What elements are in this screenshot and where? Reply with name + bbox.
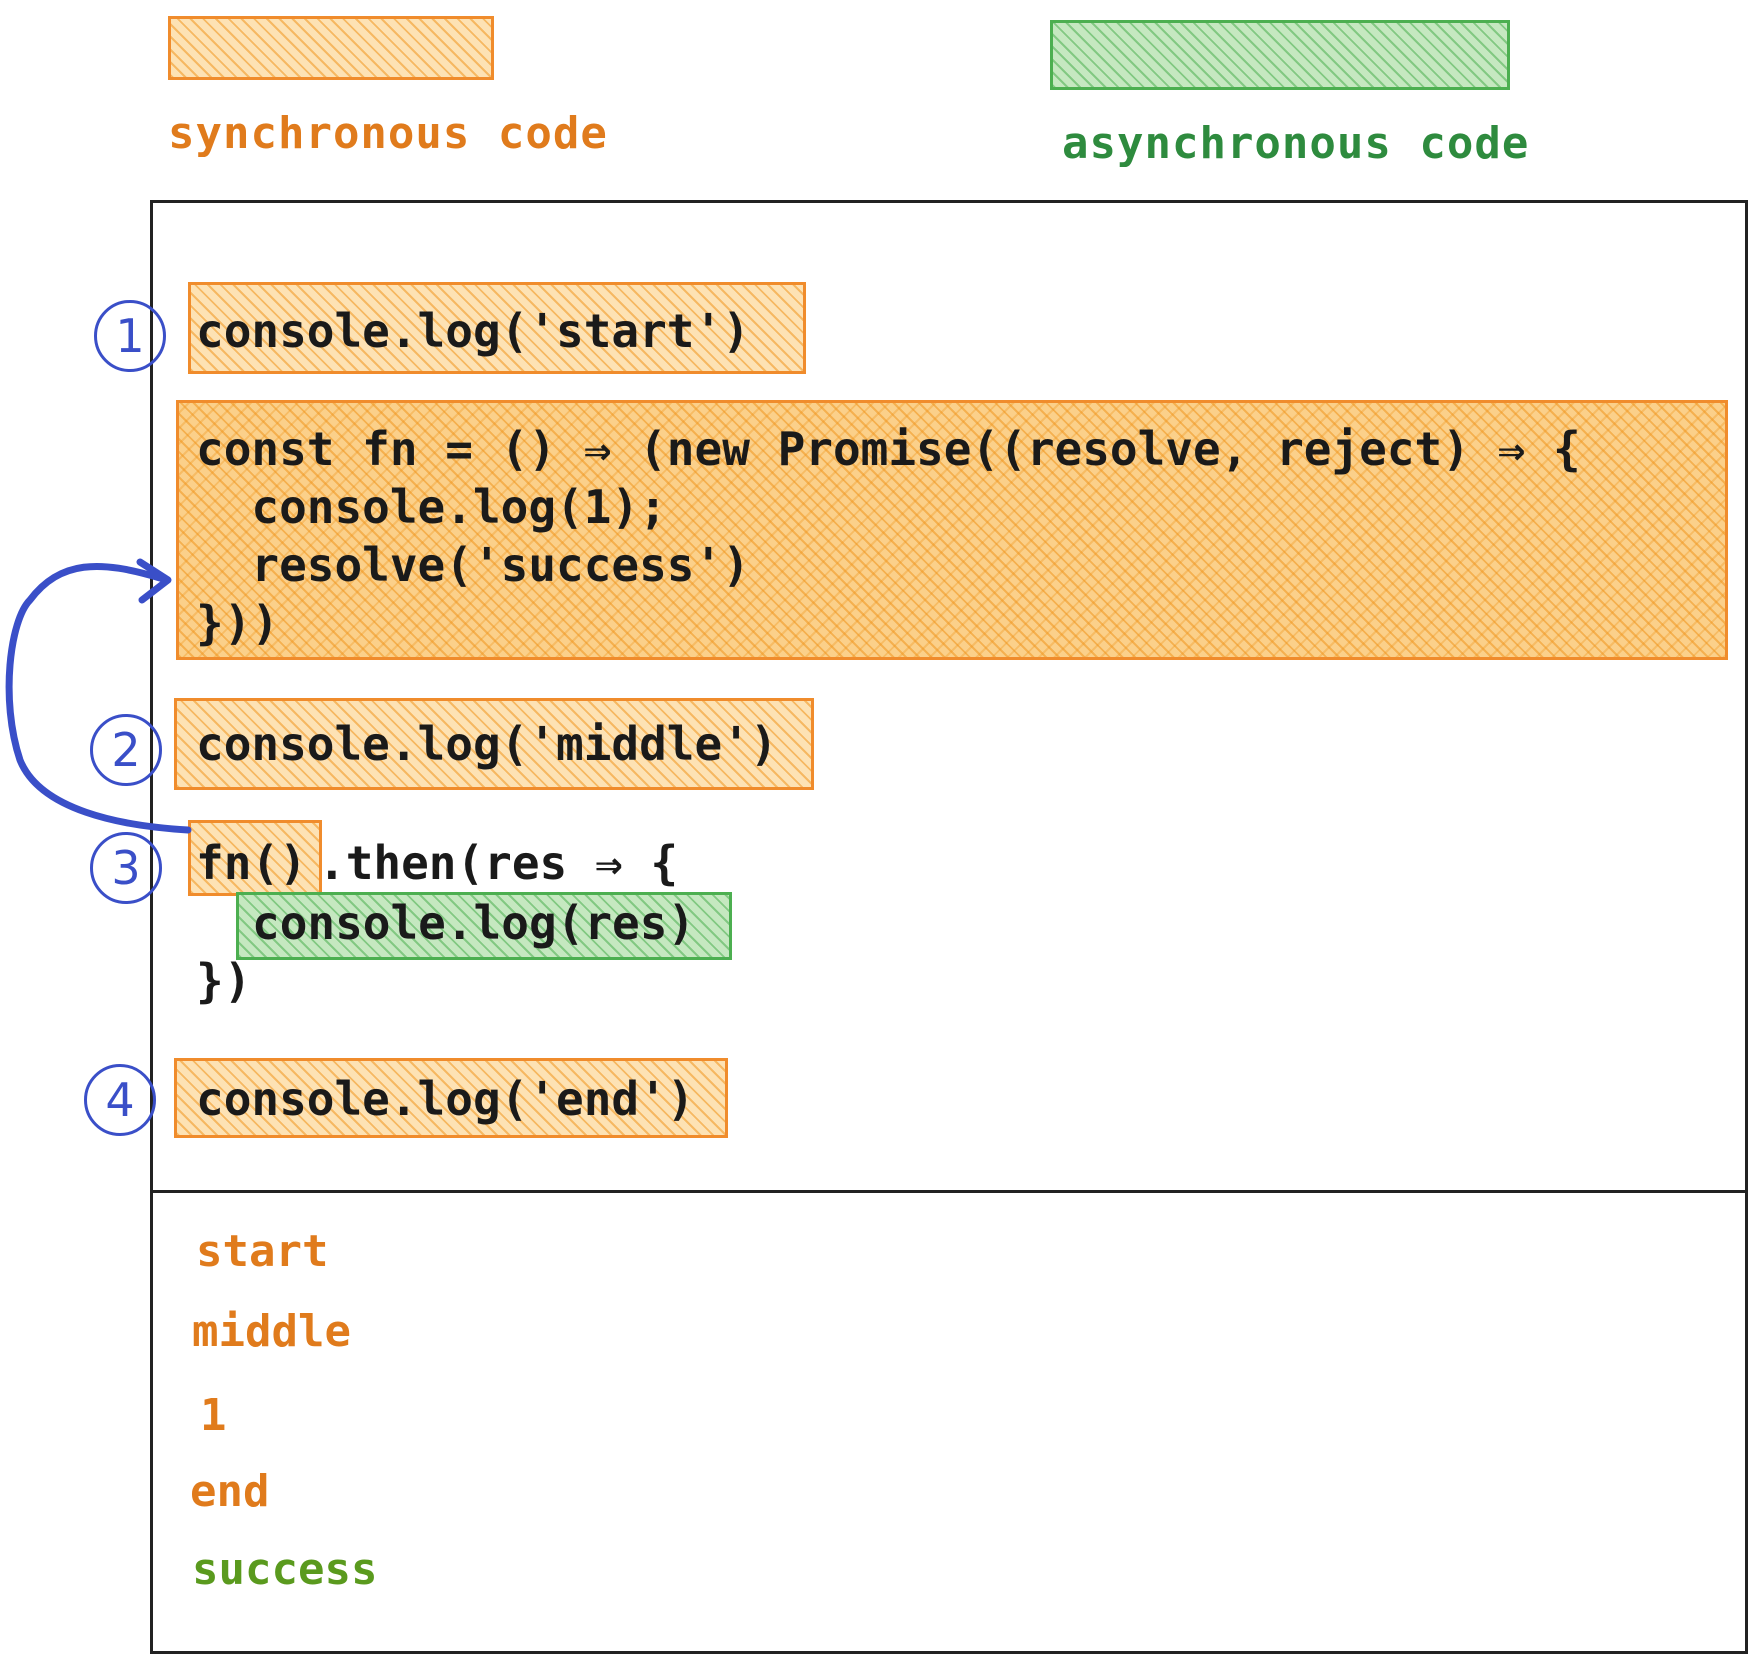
code-line-middle: console.log('middle')	[196, 717, 778, 771]
async-legend-label: asynchronous code	[1062, 118, 1530, 169]
code-then: .then(res ⇒ {	[318, 836, 679, 890]
code-fn-call: fn()	[196, 836, 307, 890]
code-line-start: console.log('start')	[196, 304, 750, 358]
sync-legend-label: synchronous code	[168, 108, 608, 159]
async-legend-swatch	[1050, 20, 1510, 90]
code-line-end: console.log('end')	[196, 1072, 695, 1126]
output-line-end: end	[190, 1466, 270, 1517]
async-block-then-body	[236, 892, 732, 960]
code-frame	[150, 200, 1748, 1654]
output-line-success: success	[192, 1544, 378, 1595]
output-line-middle: middle	[192, 1306, 351, 1357]
code-then-body: console.log(res)	[252, 896, 696, 950]
sync-block-fn-call	[188, 820, 322, 896]
step-1-marker: 1	[94, 300, 166, 372]
step-2-marker: 2	[90, 714, 162, 786]
sync-block-start	[188, 282, 806, 374]
sync-block-middle	[174, 698, 814, 790]
output-divider	[150, 1190, 1748, 1193]
sync-legend-swatch	[168, 16, 494, 80]
output-line-start: start	[196, 1226, 329, 1277]
step-3-marker: 3	[90, 832, 162, 904]
code-then-close: })	[196, 954, 252, 1008]
step-4-marker: 4	[84, 1064, 156, 1136]
code-promise-definition: const fn = () ⇒ (new Promise((resolve, r…	[196, 422, 1581, 650]
sync-block-end	[174, 1058, 728, 1138]
sync-block-promise	[176, 400, 1728, 660]
output-line-1: 1	[200, 1390, 227, 1441]
